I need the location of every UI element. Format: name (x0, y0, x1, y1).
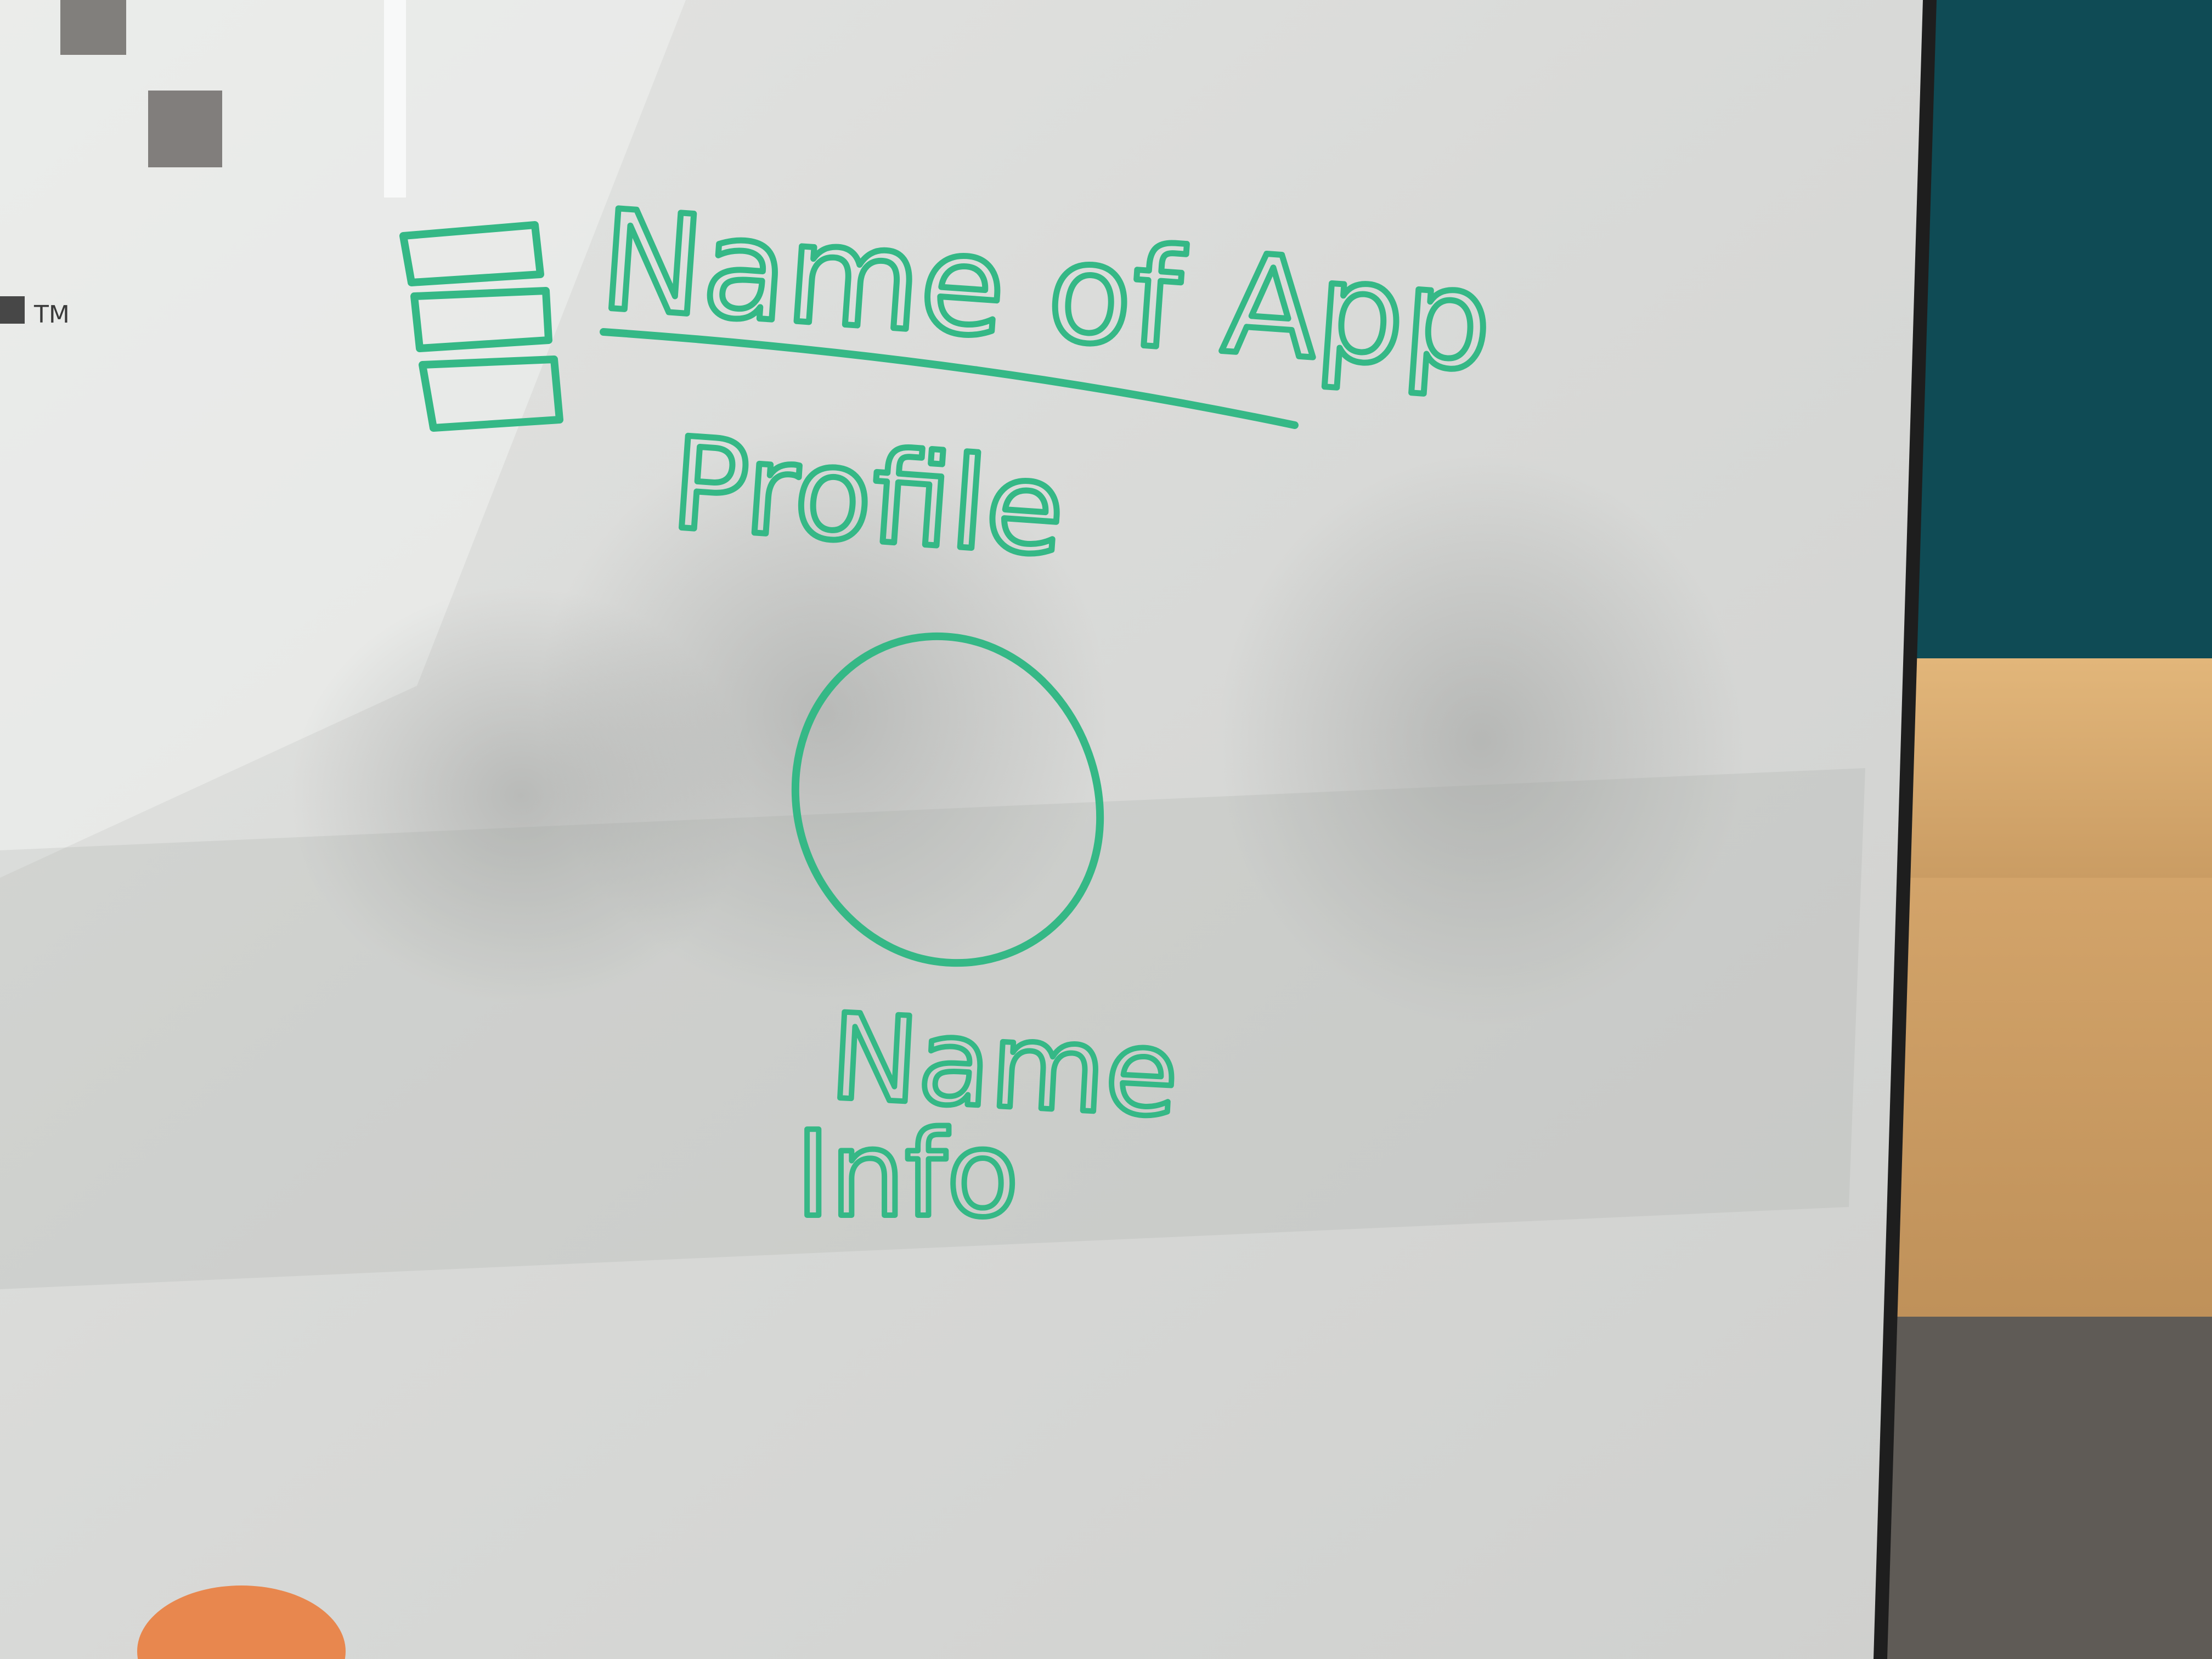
avatar-info-text: Info (795, 1105, 1019, 1243)
window-reflection (0, 0, 686, 878)
person-reflection-3 (291, 587, 752, 1004)
foreground-orange-object (137, 1585, 346, 1659)
wall-square-1 (60, 0, 126, 55)
window-light-strip (384, 0, 406, 198)
avatar-name-text: Name (827, 988, 1182, 1143)
wall-logo-fragment (0, 296, 25, 324)
wall-square-2 (148, 91, 222, 167)
person-reflection-2 (1218, 455, 1745, 1026)
hamburger-menu-icon (399, 221, 563, 432)
whiteboard: TM (0, 0, 1937, 1659)
profile-avatar-circle (791, 632, 1104, 967)
whiteboard-sketch (399, 221, 1299, 967)
page-heading-text: Profile (667, 411, 1069, 584)
lower-shadow (0, 768, 1865, 1289)
wall-trademark: TM (33, 301, 70, 329)
title-underline (600, 328, 1299, 429)
